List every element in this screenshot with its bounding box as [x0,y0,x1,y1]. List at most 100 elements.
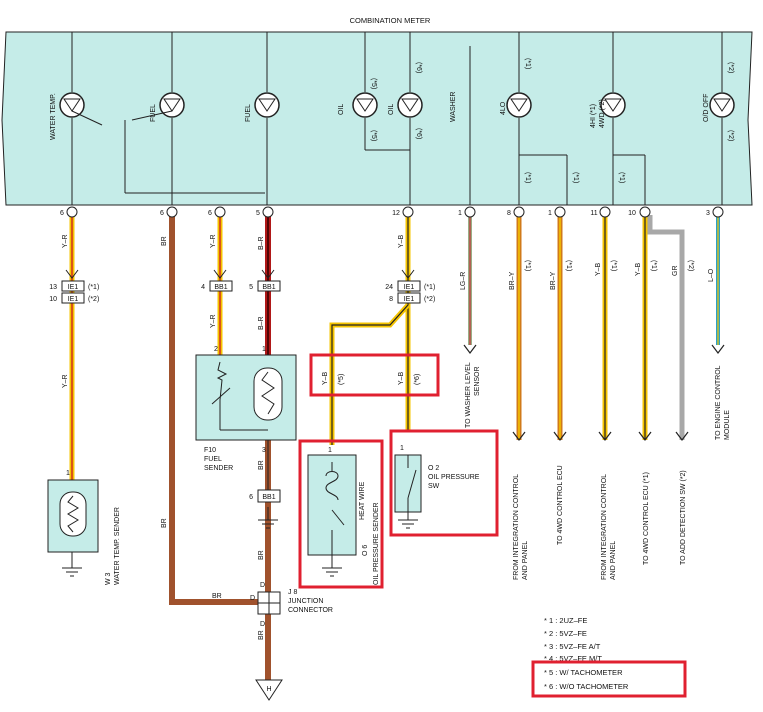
wire-br-main [169,215,268,605]
oil-pressure-sender: 1 HEAT WIRE O 6 OIL PRESSURE SENDER [307,447,380,585]
o2-id: O 2 [428,465,439,472]
legend-item: * 2 : 5VZ–FE [544,629,587,638]
label-oil-1: OIL [338,104,345,115]
wire-label: Y–R [62,374,69,388]
connector-label: BB1 [262,494,275,501]
connector-note: (*2) [424,296,435,303]
wire-label: (*1) [650,260,657,271]
pin-label: 1 [66,470,70,477]
wire-label: BR–Y [509,271,516,290]
w3-name: WATER TEMP. SENDER [114,507,121,585]
inline-connectors: IE1 IE1 13 10 (*1) (*2) BB1 4 BB1 5 IE1 … [49,269,435,503]
gauge-labels: WATER TEMP. FUEL FUEL OIL (*5) (*5) OIL … [50,58,734,183]
pin-terminal: 10 [628,206,651,218]
pin-terminal: 6 [60,206,78,218]
meter-pins: 6 6 6 5 12 1 8 1 11 10 3 [60,206,724,218]
meter-title: COMBINATION METER [350,16,431,25]
j8-name2: CONNECTOR [288,607,333,614]
gauge-4hi [600,92,626,118]
gauge-fuel-2 [254,92,280,118]
wire-label: BR [161,236,168,246]
f10-name2: SENDER [204,465,233,472]
wire-label: BR [161,518,168,528]
wire-label: (*2) [687,260,694,271]
wire-label: (*6) [414,374,421,385]
f10-id: F10 [204,447,216,454]
legend-item: * 6 : W/O TACHOMETER [544,682,629,691]
label-4hi: 4HI (*1) [590,104,597,128]
pin-label: 1 [400,445,404,452]
connector-pin: 24 [385,284,393,291]
o6-id: O 6 [362,545,369,556]
wire-label: Y–B [595,262,602,276]
junction-pin: D [250,595,255,602]
label-fuel-2: FUEL [245,104,252,122]
wire-label: B–R [258,316,265,330]
f10-name1: FUEL [204,456,222,463]
connector-label: BB1 [262,284,275,291]
legend-item: * 5 : W/ TACHOMETER [544,668,623,677]
wire-label: Y–B [398,234,405,248]
wire-label: Y–B [635,262,642,276]
legend-item: * 1 : 2UZ–FE [544,616,587,625]
connector-pin: 6 [249,494,253,501]
label-4lo-note: (*1) [524,58,531,69]
wire-label: BR [258,630,265,640]
label-meter-note-2: (*1) [572,172,579,183]
connector-label: IE1 [68,284,79,291]
connector-bb1-lower: BB1 6 [249,489,281,503]
wire-label: (*1) [610,260,617,271]
label-meter-note-1: (*1) [524,172,531,183]
gauge-oil-2 [397,92,423,118]
junction-pin: D [260,621,265,628]
connector-pin: 5 [249,284,253,291]
pin-terminal: 1 [458,206,476,218]
dest-add-sw: TO ADD DETECTION SW (*2) [680,470,687,565]
dest-engine-2: MODULE [724,410,731,440]
junction-pin: D [260,582,265,589]
combination-meter: COMBINATION METER [1,16,753,206]
gauge-water-temp [59,92,103,126]
gauge-oil-1 [352,92,378,118]
pin-terminal: 5 [256,206,274,218]
label-od-note-top: (*2) [727,62,734,73]
wire-gr [647,215,685,440]
pin-label: 11 [590,210,597,217]
connector-note: (*1) [88,284,99,291]
connector-label: IE1 [404,296,415,303]
connector-pin: 10 [49,296,57,303]
pin-terminal: 1 [548,206,566,218]
wire-label: BR [258,550,265,560]
wire-label: LG–R [460,272,467,290]
pin-label: 1 [548,210,552,217]
label-oil-2-note-top: (*6) [415,62,422,73]
label-od-off: O/D OFF [703,94,710,122]
gauge-fuel-1 [131,92,185,121]
dest-integ-2b: AND PANEL [610,541,617,580]
connector-note: (*1) [424,284,435,291]
wire-label: BR–Y [550,271,557,290]
label-oil-1-note-bottom: (*5) [370,130,377,141]
connector-pin: 13 [49,284,57,291]
gauge-od-off [709,92,735,118]
pin-terminal: 12 [392,206,414,218]
wire-label: Y–B [398,371,405,385]
label-4wd: 4WD (*2) [599,99,606,128]
wire-label: Y–R [62,234,69,248]
connector-ie1-oil: IE1 IE1 24 8 (*1) (*2) [385,269,435,304]
dest-ecu-4wd-2: TO 4WD CONTROL ECU (*1) [643,472,650,565]
wire-label: L–O [708,268,715,282]
o6-name: OIL PRESSURE SENDER [373,502,380,585]
label-washer: WASHER [450,92,457,122]
pin-label: 12 [392,210,400,217]
wire-label: Y–R [210,234,217,248]
ground-h: H [266,686,271,693]
dest-engine-1: TO ENGINE CONTROL [715,365,722,440]
pin-terminal: 6 [160,206,178,218]
j8-name1: JUNCTION [288,598,323,605]
pin-label: 10 [628,210,636,217]
pin-label: 3 [262,447,266,454]
wire-label: BR [212,593,222,600]
connector-pin: 4 [201,284,205,291]
legend: * 1 : 2UZ–FE * 2 : 5VZ–FE * 3 : 5VZ–FE A… [544,616,629,691]
